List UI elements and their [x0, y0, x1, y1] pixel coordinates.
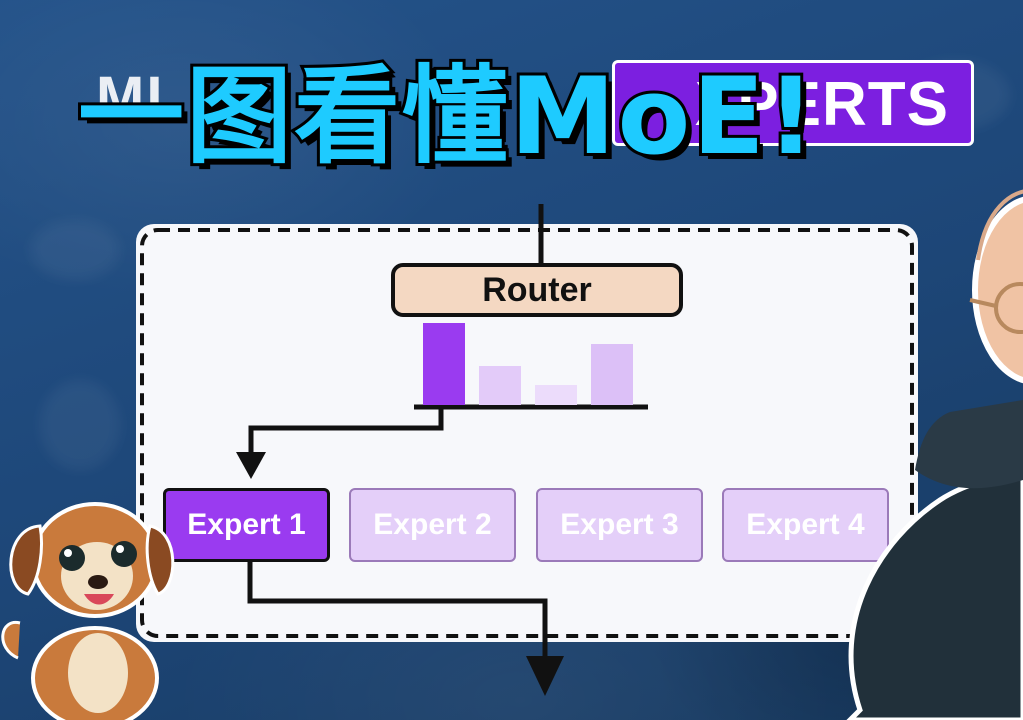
output-arrow-line [247, 562, 548, 660]
expert-3-box: Expert 3 [536, 488, 703, 562]
page-title: 一图看懂MoE! [75, 55, 818, 178]
ghost-title-pill-text: XPERTS [694, 70, 949, 139]
route-arrow-line [248, 409, 444, 455]
presenter-illustration [846, 189, 1023, 720]
output-arrow-head [526, 656, 564, 696]
panel-dashed-border [140, 228, 914, 638]
background-blot [30, 220, 120, 280]
ghost-title-pill: XPERTS [612, 60, 974, 146]
expert-2-label: Expert 2 [373, 508, 492, 541]
router-label: Router [482, 270, 592, 309]
ghost-title-left: MI [96, 65, 165, 130]
expert-4-label: Expert 4 [746, 508, 865, 541]
routing-bar-expert-3 [535, 385, 577, 405]
expert-1-label: Expert 1 [187, 508, 306, 541]
routing-bar-expert-2 [479, 366, 521, 405]
expert-4-box: Expert 4 [722, 488, 889, 562]
expert-3-label: Expert 3 [560, 508, 679, 541]
puppy-mascot [1, 502, 175, 720]
expert-2-box: Expert 2 [349, 488, 516, 562]
route-arrow-head [236, 452, 266, 479]
background-blot [40, 380, 120, 470]
routing-bars [423, 323, 633, 405]
router-box: Router [391, 263, 683, 317]
routing-bar-expert-4 [591, 344, 633, 405]
routing-bar-expert-1 [423, 323, 465, 405]
expert-1-box: Expert 1 [163, 488, 330, 562]
